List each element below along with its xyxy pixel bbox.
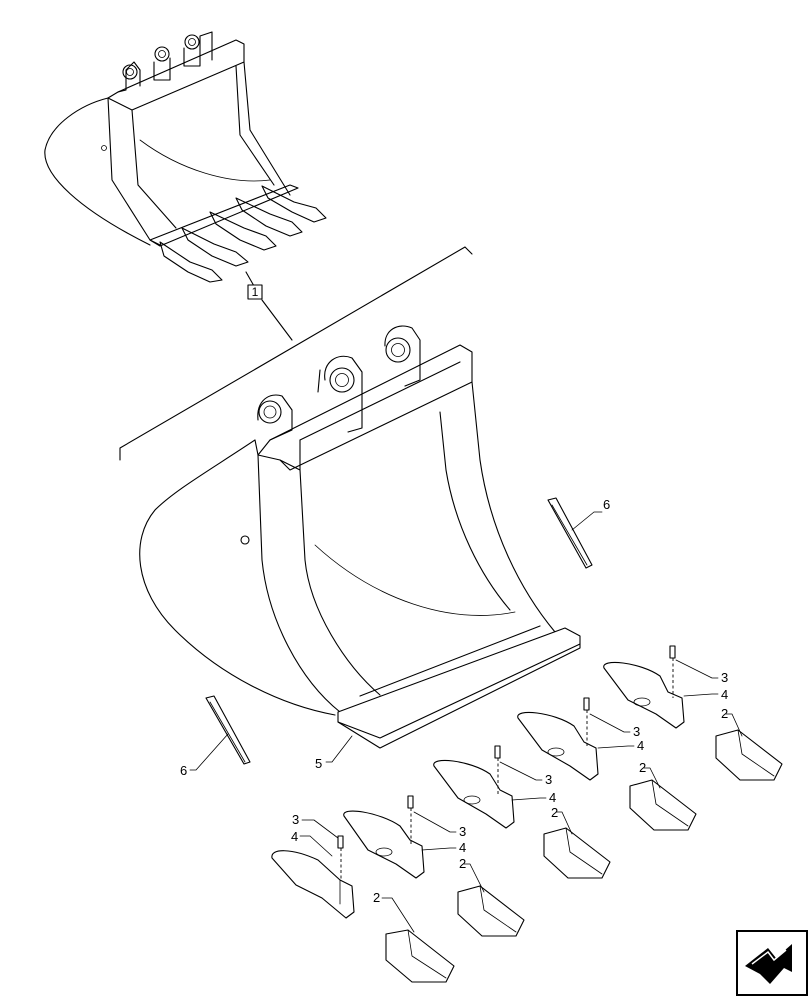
callout-2-e: 2: [721, 706, 728, 721]
callout-2-b: 2: [459, 856, 466, 871]
callout-2-d: 2: [639, 760, 646, 775]
callout-2-c: 2: [551, 805, 558, 820]
callout-4-e: 4: [721, 687, 728, 702]
pin-e: [669, 645, 676, 659]
callout-4-d: 4: [637, 738, 644, 753]
callout-3-c: 3: [545, 772, 552, 787]
callout-6-right: 6: [603, 497, 610, 512]
callout-6-left: 6: [180, 763, 187, 778]
pin-a: [337, 835, 344, 849]
tooth-e: [715, 729, 783, 781]
callout-2-a: 2: [373, 890, 380, 905]
pins: [337, 645, 676, 880]
reference-box: [247, 284, 263, 300]
tooth-a: [385, 929, 455, 983]
adapter-a: [271, 850, 355, 919]
leader-lines: [189, 511, 743, 933]
teeth: [385, 729, 783, 983]
pin-d: [583, 697, 590, 711]
callout-3-b: 3: [459, 824, 466, 839]
callout-4-c: 4: [549, 790, 556, 805]
small-bucket-overview: [44, 31, 327, 283]
callout-4-a: 4: [291, 829, 298, 844]
large-bucket: [139, 325, 581, 749]
adapters: [271, 661, 685, 919]
reference-bracket: 1: [119, 246, 473, 461]
tooth-b: [457, 885, 525, 937]
adapter-b: [343, 810, 425, 879]
callout-5: 5: [315, 756, 322, 771]
next-page-arrow-icon[interactable]: [736, 930, 808, 996]
small-bucket-teeth: [159, 185, 327, 283]
side-cutter-right: [547, 497, 593, 569]
callout-3-a: 3: [292, 812, 299, 827]
adapter-c: [433, 759, 515, 829]
side-cutter-left: [205, 695, 251, 765]
callout-3-d: 3: [633, 724, 640, 739]
callout-3-e: 3: [721, 670, 728, 685]
reference-box-label: 1: [252, 285, 259, 299]
pin-b: [407, 795, 414, 809]
tooth-c: [543, 827, 611, 879]
adapter-e: [603, 661, 685, 729]
tooth-d: [629, 779, 697, 831]
adapter-d: [517, 711, 599, 781]
pin-c: [494, 745, 501, 759]
callout-4-b: 4: [459, 840, 466, 855]
callout-labels: 6 6 5 3 4 2 3 4 2 3 4 2 3 4 2 3 4 2: [180, 497, 728, 905]
